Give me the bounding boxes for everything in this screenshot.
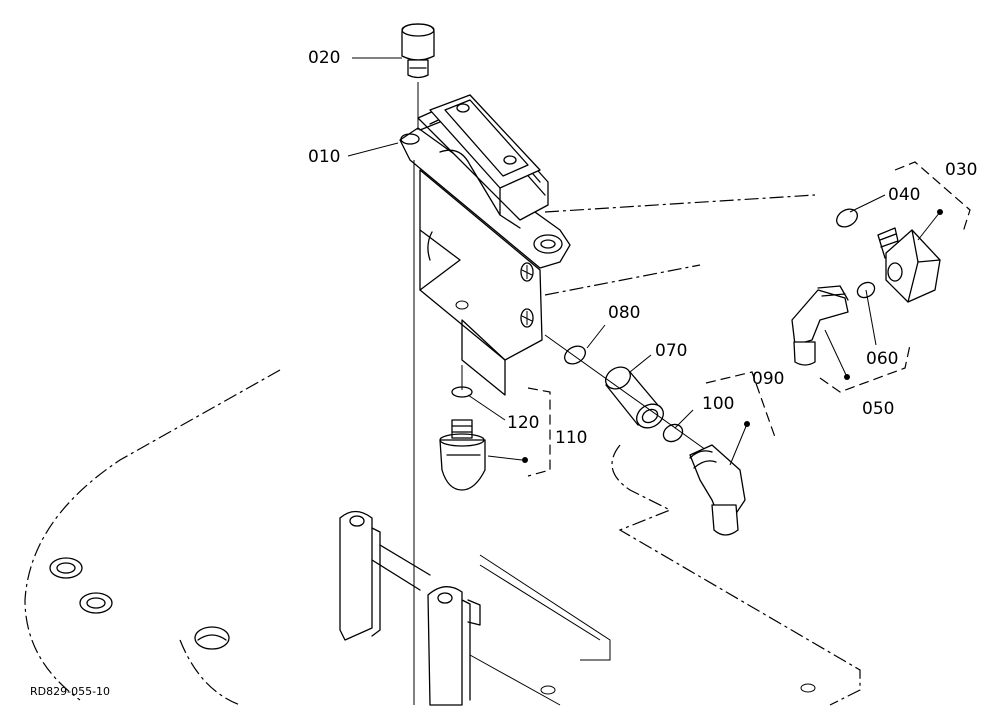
drawing-reference: RD829-055-10 [30, 685, 110, 698]
part-090-elbow [689, 421, 750, 536]
part-110-fitting [439, 386, 528, 491]
callout-010: 010 [308, 147, 340, 167]
callout-labels: 020 010 030 040 050 060 070 080 090 100 … [30, 48, 977, 698]
callout-070: 070 [655, 341, 687, 361]
callout-050: 050 [862, 399, 894, 419]
callout-090: 090 [752, 369, 784, 389]
leader-lines [347, 57, 886, 429]
callout-120: 120 [507, 413, 539, 433]
lever-bracket [339, 510, 611, 706]
callout-030: 030 [945, 160, 977, 180]
callout-020: 020 [308, 48, 340, 68]
callout-040: 040 [888, 185, 920, 205]
callout-110: 110 [555, 428, 587, 448]
part-030-block [836, 208, 943, 303]
callout-100: 100 [702, 394, 734, 414]
callout-080: 080 [608, 303, 640, 323]
base-plate [24, 194, 861, 706]
part-020-knob [401, 23, 435, 79]
callout-060: 060 [866, 349, 898, 369]
part-050-elbow [791, 281, 876, 380]
part-010-valve-body [399, 94, 571, 396]
